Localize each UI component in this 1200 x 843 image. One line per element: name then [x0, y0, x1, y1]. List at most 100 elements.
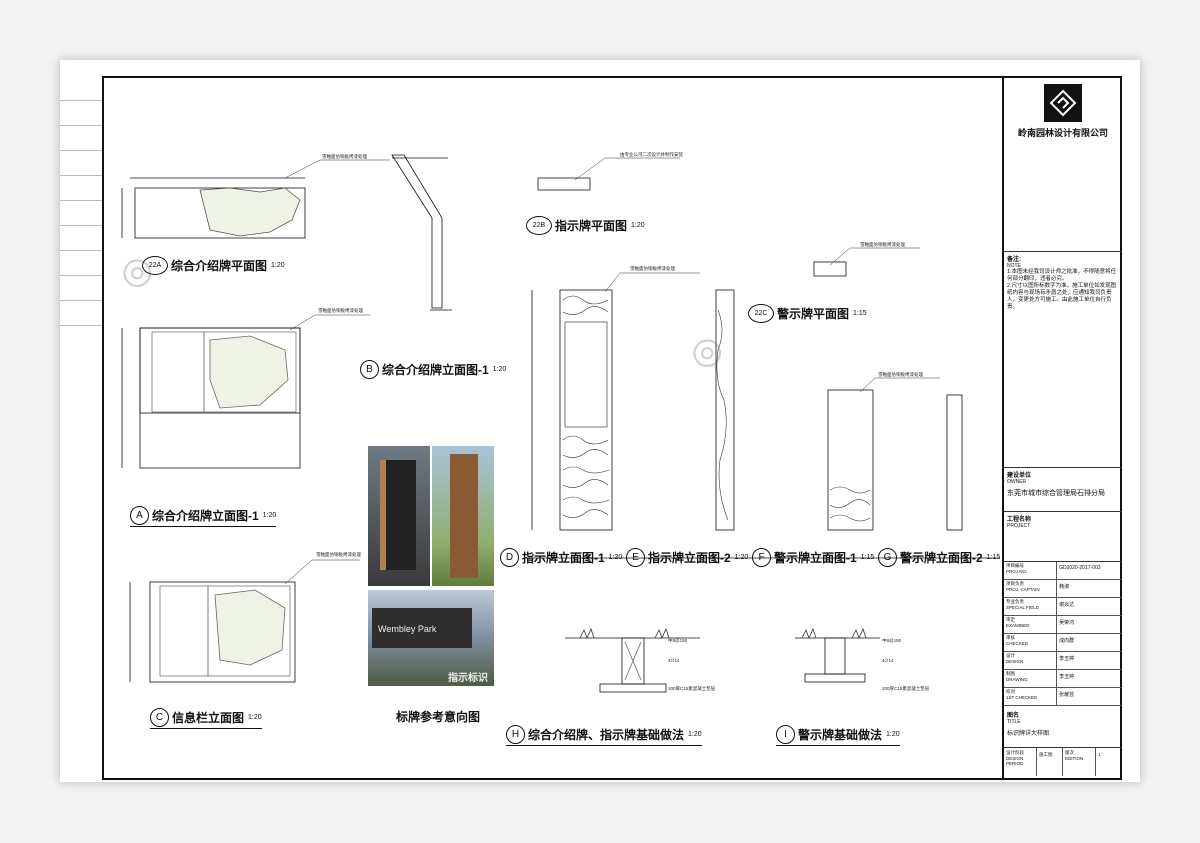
note-1: 1.本图未经我司设计师之批准，不得随意将任何部分翻印，违者必究。: [1007, 269, 1117, 282]
notes-heading-en: NOTE: [1007, 263, 1021, 269]
edition-value: 1: [1098, 752, 1101, 757]
annotation-material: 雪釉面仿铜板烤漆处理: [322, 154, 367, 159]
reference-photo-2: [432, 446, 494, 586]
intro-sign-elevation: [121, 327, 301, 469]
tag-e: E: [626, 548, 645, 567]
tag-d: D: [500, 548, 519, 567]
owner-label: 建设单位: [1007, 473, 1032, 479]
caption-ref-title: 标牌参考意向图: [396, 710, 481, 724]
caption-c: C 信息栏立面图 1:20: [150, 708, 262, 729]
row-value: 李玉婷: [1059, 656, 1075, 662]
row-value: 谢焱达: [1059, 602, 1075, 608]
row-label: 项目负责: [1006, 581, 1024, 586]
row-label-en: SPECIAL FIELD: [1006, 605, 1039, 610]
sign-label: 指示标识: [448, 673, 488, 684]
edition-label: 版次: [1064, 750, 1074, 755]
caption-ref: 标牌参考意向图: [396, 708, 480, 725]
caption-22c-scale: 1:15: [853, 310, 867, 317]
row-label: 校对: [1006, 689, 1015, 694]
drawing-title-block: 图名 TITLE 标识牌详大样图: [1004, 708, 1122, 748]
period-label-en: DESIGN PERIOD: [1006, 756, 1024, 766]
info-board-elevation: [129, 581, 296, 683]
caption-g: G 警示牌立面图-2 1:15: [878, 548, 1000, 567]
row-value: 成向群: [1059, 638, 1075, 644]
warning-foundation-detail: [795, 627, 880, 683]
tag-22a: 22A: [142, 256, 168, 275]
caption-22a-scale: 1:20: [271, 262, 285, 269]
caption-h: H 综合介绍牌、指示牌基础做法 1:20: [506, 725, 702, 746]
note-2: 2.尺寸以图所标数字为准，施工单位如发现图纸内容与现场有矛盾之处，应通知我司负责…: [1007, 283, 1117, 310]
period-value: 施工图: [1037, 748, 1063, 776]
project-label: 工程名称: [1007, 517, 1032, 523]
annotation-base: 100厚C15素混凝土垫层: [882, 686, 930, 691]
tag-22b: 22B: [526, 216, 552, 235]
row-label: 审定: [1006, 617, 1015, 622]
caption-d-title: 指示牌立面图-1: [522, 551, 605, 565]
row-label-en: EXAMINED: [1006, 623, 1030, 628]
intro-foundation-detail: [565, 627, 700, 693]
caption-f-scale: 1:15: [860, 554, 875, 561]
row-label: 项目编号: [1006, 563, 1024, 568]
caption-a: A 综合介绍牌立面图-1 1:20: [130, 506, 277, 527]
caption-d-scale: 1:20: [608, 554, 623, 561]
row-value: 吴荣鸿: [1059, 620, 1075, 626]
row-label: 设计: [1006, 653, 1015, 658]
row-value: 韩淑: [1059, 584, 1070, 590]
annotation-rebar: 中8@150: [668, 638, 688, 643]
intro-sign-side-elevation: [391, 154, 452, 311]
drawing-frame: [102, 76, 1122, 780]
caption-c-title: 信息栏立面图: [172, 711, 245, 725]
annotation-rebar: 4∅14: [668, 658, 680, 663]
project-block: 工程名称 PROJECT: [1004, 512, 1122, 562]
caption-f-title: 警示牌立面图-1: [774, 551, 857, 565]
row-label-en: 1ST CHECKED: [1006, 695, 1038, 700]
caption-22b: 22B 指示牌平面图 1:20: [526, 216, 645, 235]
owner-label-en: OWNER: [1007, 479, 1027, 485]
annotation-rebar: 4∅14: [882, 658, 894, 663]
drawing-title-label-en: TITLE: [1007, 719, 1021, 725]
annotation-material: 雪釉面仿铜板烤漆处理: [318, 308, 363, 313]
caption-i-title: 警示牌基础做法: [798, 728, 883, 742]
title-block: 岭南园林设计有限公司 备注: NOTE 1.本图未经我司设计师之批准，不得随意将…: [1002, 76, 1122, 780]
tag-a: A: [130, 506, 149, 525]
intro-sign-plan: [121, 177, 306, 239]
notes-heading: 备注:: [1007, 257, 1021, 263]
annotation-material: 雪釉面仿铜板烤漆处理: [878, 372, 923, 377]
tag-22c: 22C: [748, 304, 774, 323]
caption-e: E 指示牌立面图-2 1:20: [626, 548, 748, 567]
row-value: 张耀芸: [1059, 692, 1075, 698]
caption-b-title: 综合介绍牌立面图-1: [382, 363, 489, 377]
edition-label-en: EDITION: [1064, 756, 1084, 761]
annotation-material: 雪釉面仿铜板烤漆处理: [860, 242, 905, 247]
reference-photo-wembley: Wembley Park 指示标识: [368, 590, 494, 686]
tag-c: C: [150, 708, 169, 727]
tag-h: H: [506, 725, 525, 744]
caption-g-scale: 1:15: [986, 554, 1001, 561]
caption-22a-title: 综合介绍牌平面图: [171, 259, 268, 273]
row-label-en: DESIGN: [1006, 659, 1024, 664]
period-label: 设计阶段: [1006, 750, 1024, 755]
tag-b: B: [360, 360, 379, 379]
annotation-material: 雪釉面仿铜板烤漆处理: [316, 552, 361, 557]
warning-sign-elevation-2: [946, 394, 963, 531]
wembley-label: Wembley Park: [378, 624, 437, 634]
row-label-en: PROJ.NO.: [1006, 569, 1028, 574]
caption-c-scale: 1:20: [248, 714, 262, 721]
owner-value: 东莞市城市综合管理局石排分局: [1007, 489, 1105, 497]
directional-sign-elevation-2: [715, 289, 735, 531]
annotation-base: 100厚C15素混凝土垫层: [668, 686, 716, 691]
caption-a-scale: 1:20: [262, 512, 277, 519]
caption-e-scale: 1:20: [734, 554, 749, 561]
drawing-title-value: 标识牌详大样图: [1007, 731, 1050, 737]
tag-g: G: [878, 548, 897, 567]
reference-photo-1: [368, 446, 430, 586]
